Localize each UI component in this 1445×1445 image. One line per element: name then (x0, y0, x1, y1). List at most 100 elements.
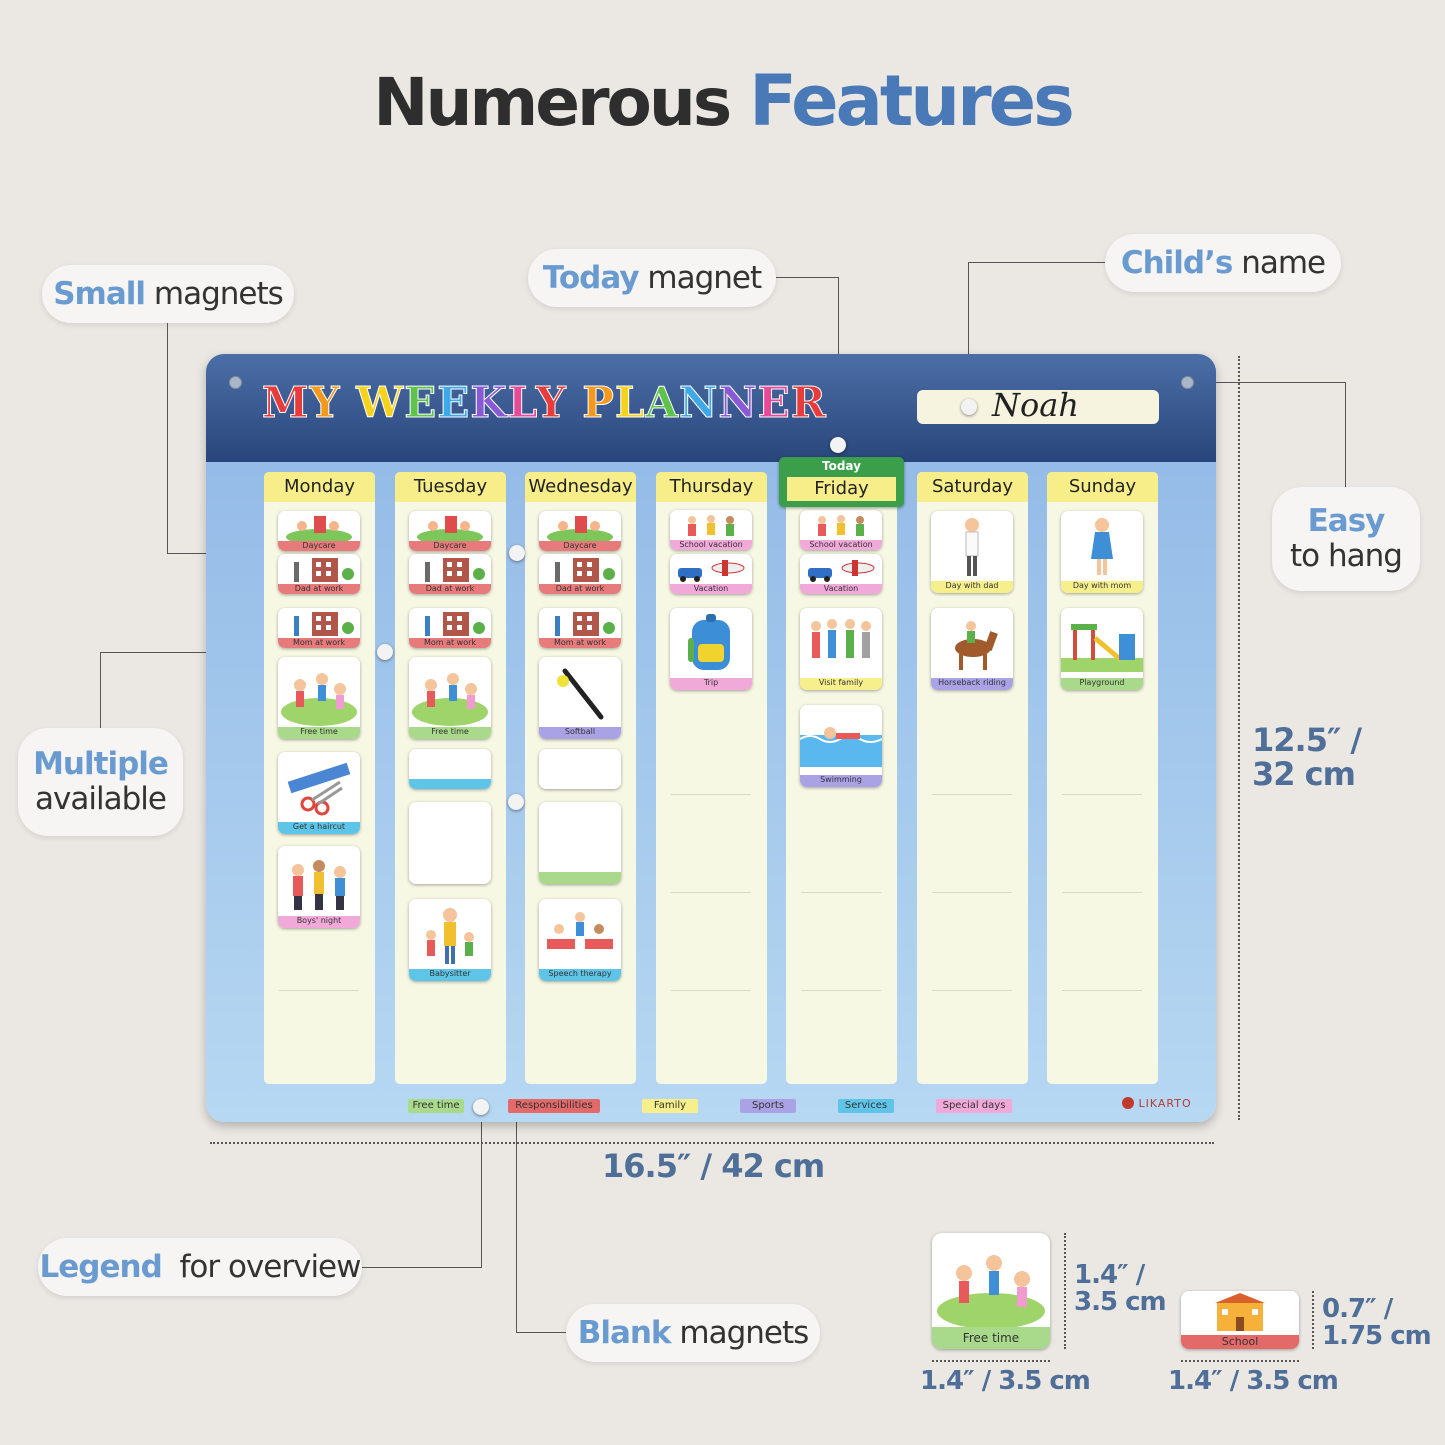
title-letter: M (262, 378, 310, 428)
magnet-label: Free time (932, 1327, 1050, 1349)
blank-magnet-small[interactable] (409, 749, 491, 789)
office-building-icon (425, 612, 485, 636)
magnet-label: Dad at work (278, 584, 360, 594)
magnet-label: Vacation (800, 584, 882, 594)
magnet-speech-therapy[interactable]: Speech therapy (539, 899, 621, 981)
car-plane-icon (808, 560, 875, 582)
child-name-plate[interactable]: Noah (917, 386, 1159, 424)
large-magnet-width: 1.4″ / 3.5 cm (920, 1366, 1091, 1396)
blank-magnet-large[interactable] (409, 802, 491, 884)
magnet-trip[interactable]: Trip (670, 608, 752, 690)
callout-highlight: Multiple (33, 746, 169, 783)
magnet-horseback-riding[interactable]: Horseback riding (931, 608, 1013, 690)
magnet-dad-at-work[interactable]: Dad at work (539, 554, 621, 594)
title-letter: Y (535, 378, 567, 428)
title-letter: K (470, 378, 508, 428)
brand-logo: LIKARTO (1122, 1097, 1192, 1110)
magnet-school-vacation[interactable]: School vacation (670, 510, 752, 550)
magnet-playground[interactable]: Playground (1061, 608, 1143, 690)
magnet-boys-night[interactable]: Boys' night (278, 846, 360, 928)
leader-line (167, 323, 168, 554)
title-letter: E (757, 378, 791, 428)
callout-highlight: Child’s (1120, 244, 1233, 281)
magnet-dad-at-work[interactable]: Dad at work (409, 554, 491, 594)
title-letter: E (437, 378, 471, 428)
magnet-daycare[interactable]: Daycare (539, 511, 621, 551)
large-magnet-height-line1: 1.4″ / (1074, 1260, 1145, 1290)
magnet-label: Softball (539, 727, 621, 739)
small-magnet-width: 1.4″ / 3.5 cm (1168, 1366, 1339, 1396)
slot-line (932, 990, 1012, 991)
playground-icon (1061, 624, 1143, 672)
slot-line (1062, 990, 1142, 991)
blank-magnet-large[interactable] (539, 802, 621, 884)
blank-magnet-pin (508, 794, 524, 810)
title-letter (567, 378, 583, 427)
day-column-sunday: Sunday Day with mom Playground (1047, 472, 1158, 1084)
magnet-label: Day with dad (931, 581, 1013, 593)
blank-magnet-small[interactable] (539, 749, 621, 789)
board-height-line1: 12.5″ / (1252, 721, 1362, 759)
magnet-label: School vacation (670, 540, 752, 550)
magnet-swimming[interactable]: Swimming (800, 705, 882, 787)
magnet-free-time[interactable]: Free time (278, 657, 360, 739)
magnet-dad-at-work[interactable]: Dad at work (278, 554, 360, 594)
day-header: Saturday (917, 472, 1028, 502)
slot-line (1062, 794, 1142, 795)
magnet-day-with-mom[interactable]: Day with mom (1061, 511, 1143, 593)
magnet-school-vacation[interactable]: School vacation (800, 510, 882, 550)
magnet-label: Babysitter (409, 969, 491, 981)
school-building-icon (1215, 1293, 1265, 1331)
legend-family: Family (642, 1099, 698, 1113)
magnet-get-a-haircut[interactable]: Get a haircut (278, 752, 360, 834)
blank-magnet-band (539, 872, 621, 884)
magnet-mom-at-work[interactable]: Mom at work (539, 608, 621, 648)
magnet-day-with-dad[interactable]: Day with dad (931, 511, 1013, 593)
day-header: Tuesday (395, 472, 506, 502)
magnet-softball[interactable]: Softball (539, 657, 621, 739)
office-building-icon (425, 558, 485, 582)
magnet-daycare[interactable]: Daycare (409, 511, 491, 551)
magnet-label: School vacation (800, 540, 882, 550)
today-day-header: Friday (787, 477, 896, 501)
weekly-planner-board: MY WEEKLY PLANNER Noah Monday Daycare Da… (206, 354, 1216, 1122)
dimension-line (1064, 1233, 1066, 1349)
magnet-label: Free time (409, 727, 491, 739)
magnet-babysitter[interactable]: Babysitter (409, 899, 491, 981)
legend-special-days: Special days (936, 1099, 1012, 1113)
magnet-vacation[interactable]: Vacation (800, 554, 882, 594)
title-letter: L (614, 378, 646, 428)
magnet-label: Daycare (409, 541, 491, 551)
magnet-daycare[interactable]: Daycare (278, 511, 360, 551)
title-letter (340, 378, 356, 427)
day-column-saturday: Saturday Day with dad Horseback riding (917, 472, 1028, 1084)
kids-with-backpacks-icon (818, 515, 864, 536)
slot-line (671, 892, 751, 893)
leader-line (968, 262, 969, 407)
classroom-icon (547, 912, 613, 949)
hanging-hole (1181, 376, 1194, 389)
small-magnet-height-line1: 0.7″ / (1322, 1294, 1393, 1324)
magnet-vacation[interactable]: Vacation (670, 554, 752, 594)
day-column-thursday: Thursday School vacation Vacation Trip (656, 472, 767, 1084)
legend-responsibilities: Responsibilities (508, 1099, 600, 1113)
callout-childs-name: Child’s name (1105, 234, 1341, 292)
title-letter: W (356, 378, 405, 428)
magnet-visit-family[interactable]: Visit family (800, 608, 882, 690)
magnet-free-time[interactable]: Free time (409, 657, 491, 739)
babysitter-icon (426, 908, 474, 964)
magnet-label: Mom at work (278, 638, 360, 648)
today-magnet[interactable]: Today Friday (779, 457, 904, 507)
leader-line (362, 1267, 482, 1268)
magnet-mom-at-work[interactable]: Mom at work (409, 608, 491, 648)
magnet-label: Dad at work (539, 584, 621, 594)
legend-pin (473, 1099, 489, 1115)
board-height-line2: 32 cm (1252, 754, 1356, 793)
leader-line (516, 1332, 566, 1333)
day-header: Monday (264, 472, 375, 502)
legend-services: Services (838, 1099, 894, 1113)
callout-rest: available (35, 781, 167, 817)
magnet-mom-at-work[interactable]: Mom at work (278, 608, 360, 648)
family-group-icon (811, 619, 871, 658)
magnet-label: Free time (278, 727, 360, 739)
